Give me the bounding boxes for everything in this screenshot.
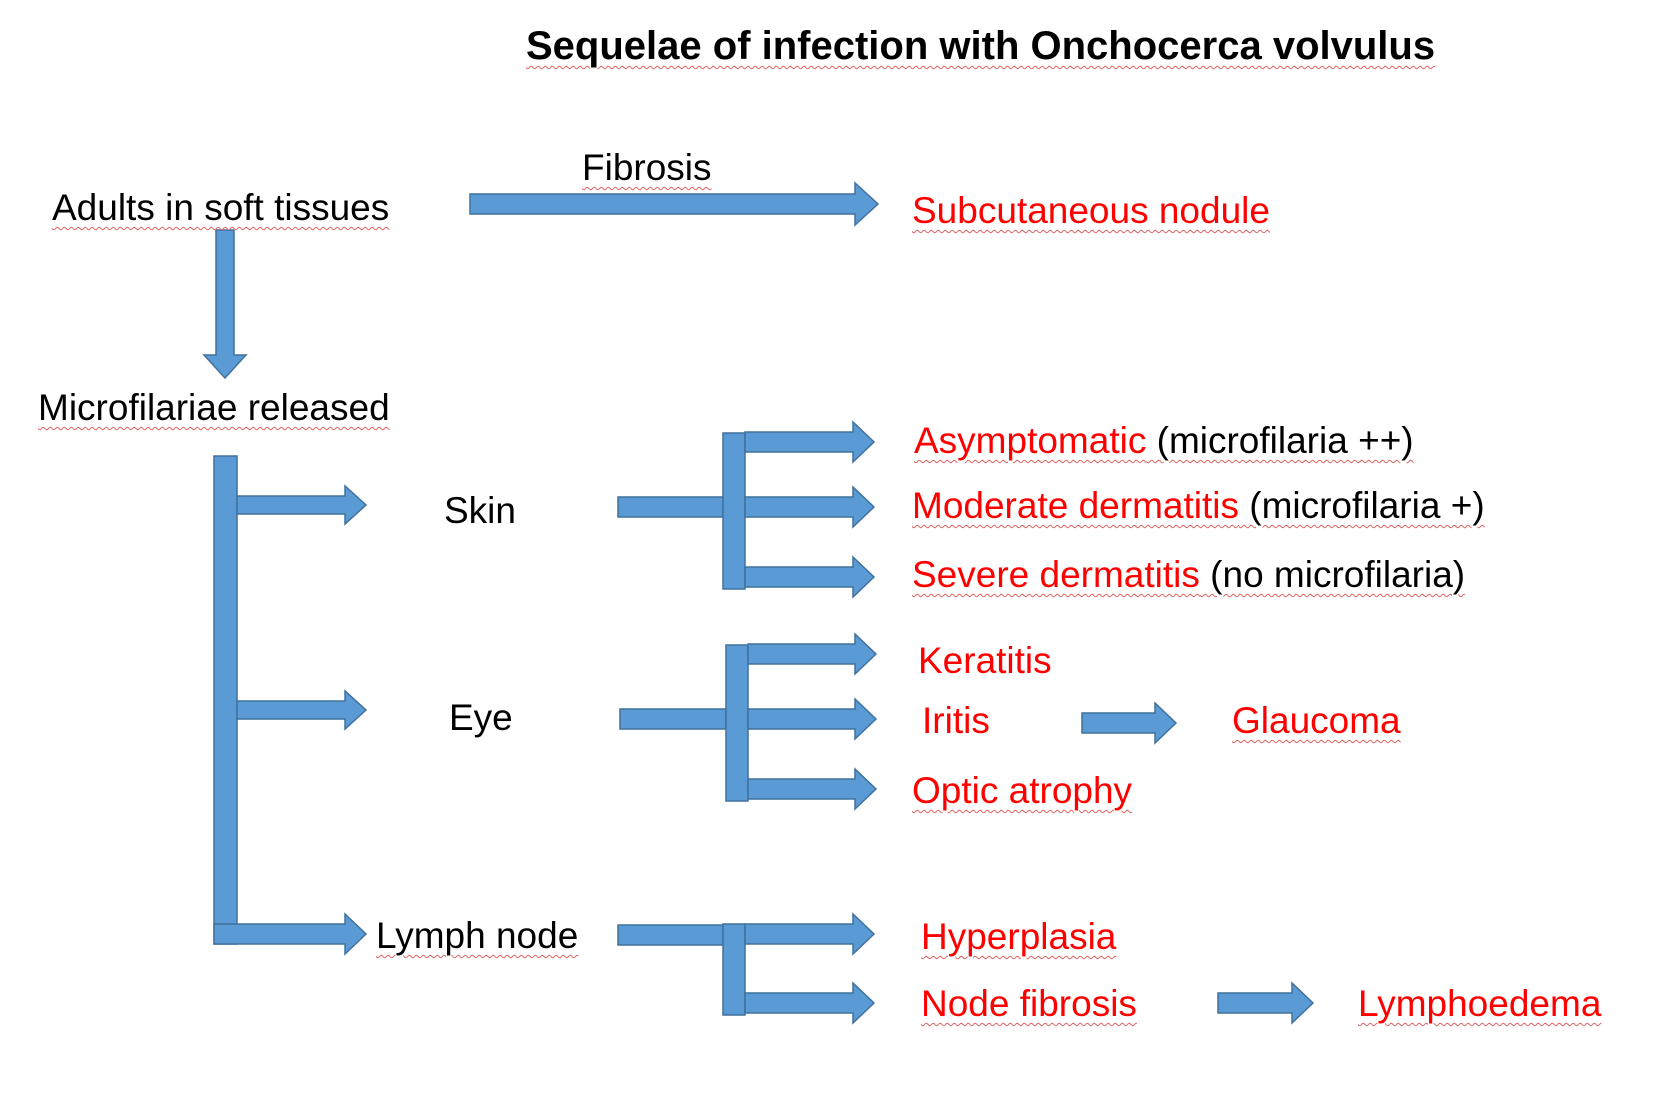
skin-stem: [617, 496, 724, 518]
outcome-moderate-dermatitis: Moderate dermatitis (microfilaria +): [912, 487, 1485, 524]
outcome-node-fibrosis: Node fibrosis: [921, 983, 1137, 1024]
label-fibrosis: Fibrosis: [582, 147, 712, 188]
arrow-adults-to-nodule: [469, 181, 880, 227]
outcome-severe-dermatitis-note: (no microfilaria): [1199, 554, 1466, 595]
arrow-skin-asymptomatic: [744, 420, 876, 464]
node-adults: Adults in soft tissues: [52, 187, 390, 228]
arrow-eye-optic-atrophy: [747, 767, 878, 811]
outcome-moderate-dermatitis-note: (microfilaria +): [1238, 485, 1485, 526]
outcome-keratitis: Keratitis: [918, 640, 1052, 681]
outcome-hyperplasia: Hyperplasia: [921, 916, 1117, 957]
outcome-severe-dermatitis: Severe dermatitis (no microfilaria): [912, 556, 1465, 593]
arrow-to-eye: [236, 689, 368, 731]
lymph-vertical-bar: [722, 923, 746, 1016]
outcome-glaucoma: Glaucoma: [1232, 700, 1401, 741]
outcome-moderate-dermatitis-name: Moderate dermatitis: [912, 485, 1239, 526]
outcome-severe-dermatitis-name: Severe dermatitis: [912, 554, 1200, 595]
arrow-to-lymph-node: [213, 912, 368, 956]
outcome-asymptomatic-name: Asymptomatic: [914, 420, 1147, 461]
arrow-iritis-to-glaucoma: [1081, 701, 1178, 745]
outcome-lymphoedema: Lymphoedema: [1358, 983, 1602, 1024]
node-skin: Skin: [444, 490, 516, 531]
node-microfilariae: Microfilariae released: [38, 387, 390, 428]
outcome-asymptomatic-note: (microfilaria ++): [1146, 420, 1414, 461]
outcome-asymptomatic: Asymptomatic (microfilaria ++): [914, 422, 1414, 459]
eye-vertical-bar: [725, 644, 749, 802]
arrow-adults-to-microfilariae: [202, 229, 248, 380]
arrow-lymph-node-fibrosis: [744, 981, 876, 1025]
arrow-eye-iritis: [747, 697, 878, 741]
node-eye: Eye: [449, 697, 513, 738]
lymph-stem: [617, 924, 724, 946]
main-vertical-bar: [213, 455, 238, 945]
node-lymph-node: Lymph node: [376, 915, 579, 956]
outcome-optic-atrophy: Optic atrophy: [912, 770, 1133, 811]
eye-stem: [619, 708, 727, 730]
arrow-to-skin: [236, 484, 368, 526]
arrow-lymph-hyperplasia: [744, 912, 876, 956]
skin-vertical-bar: [722, 432, 746, 590]
arrow-skin-moderate: [744, 485, 876, 529]
arrow-eye-keratitis: [747, 632, 878, 676]
arrow-node-fibrosis-to-lymphoedema: [1217, 981, 1315, 1025]
arrow-skin-severe: [744, 555, 876, 599]
outcome-iritis: Iritis: [922, 700, 990, 741]
page-title: Sequelae of infection with Onchocerca vo…: [526, 24, 1436, 68]
outcome-subcutaneous-nodule: Subcutaneous nodule: [912, 190, 1270, 231]
